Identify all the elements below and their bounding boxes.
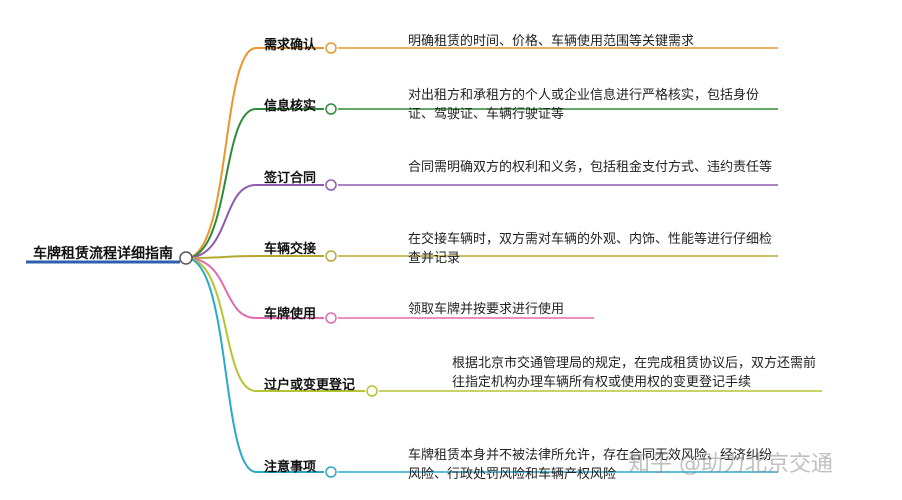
branch-desc-transfer: 根据北京市交通管理局的规定，在完成租赁协议后，双方还需前往指定机构办理车辆所有权… (452, 356, 817, 390)
branch-label-notes: 注意事项 (264, 460, 317, 475)
root-topic: 车牌租赁流程详细指南 (33, 246, 173, 262)
branch-desc-handover: 在交接车辆时，双方需对车辆的外观、内饰、性能等进行仔细检查并记录 (408, 232, 773, 266)
node-circle-notes (325, 466, 337, 478)
watermark: 知乎 @助力北京交通 (628, 452, 833, 477)
connector-contract (185, 184, 324, 259)
connector-transfer (185, 257, 365, 392)
connector-plate-use (185, 257, 324, 319)
branch-label-plate-use: 车牌使用 (264, 307, 317, 322)
branch-desc-verification: 对出租方和承租方的个人或企业信息进行严格核实，包括身份证、驾驶证、车辆行驶证等 (408, 88, 760, 122)
node-circle-handover (325, 250, 337, 262)
root-node-circle (179, 251, 193, 265)
branch-desc-contract: 合同需明确双方的权利和义务，包括租金支付方式、违约责任等 (408, 160, 773, 175)
connector-requirement (185, 47, 324, 259)
branch-label-contract: 签订合同 (264, 171, 317, 186)
connector-notes (185, 257, 324, 473)
branch-desc-notes: 车牌租赁本身并不被法律所允许，存在合同无效风险、经济纠纷风险、行政处罚风险和车辆… (408, 448, 773, 482)
branch-desc-plate-use: 领取车牌并按要求进行使用 (408, 302, 565, 317)
branch-label-requirement: 需求确认 (264, 38, 317, 53)
branch-desc-requirement: 明确租赁的时间、价格、车辆使用范围等关键需求 (408, 34, 695, 49)
connector-verification (185, 108, 324, 259)
branch-label-transfer: 过户或变更登记 (264, 378, 356, 393)
connector-handover (185, 255, 324, 259)
node-circle-transfer (366, 385, 378, 397)
branch-label-handover: 车辆交接 (264, 242, 317, 257)
branch-label-verification: 信息核实 (264, 99, 317, 114)
node-circle-contract (325, 179, 337, 191)
node-circle-verification (325, 103, 337, 115)
node-circle-plate-use (325, 312, 337, 324)
node-circle-requirement (325, 42, 337, 54)
